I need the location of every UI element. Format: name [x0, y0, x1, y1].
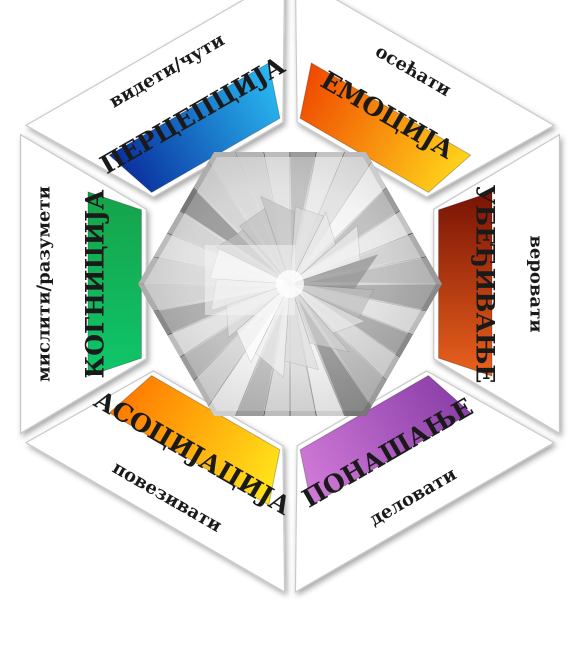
label-cognition: КОГНИЦИЈА [81, 189, 110, 379]
label-belief: УБЕЂИВАЊЕ [471, 185, 500, 384]
verb-cognition: мислити/разумети [34, 186, 55, 382]
verb-belief: веровати [526, 235, 547, 332]
